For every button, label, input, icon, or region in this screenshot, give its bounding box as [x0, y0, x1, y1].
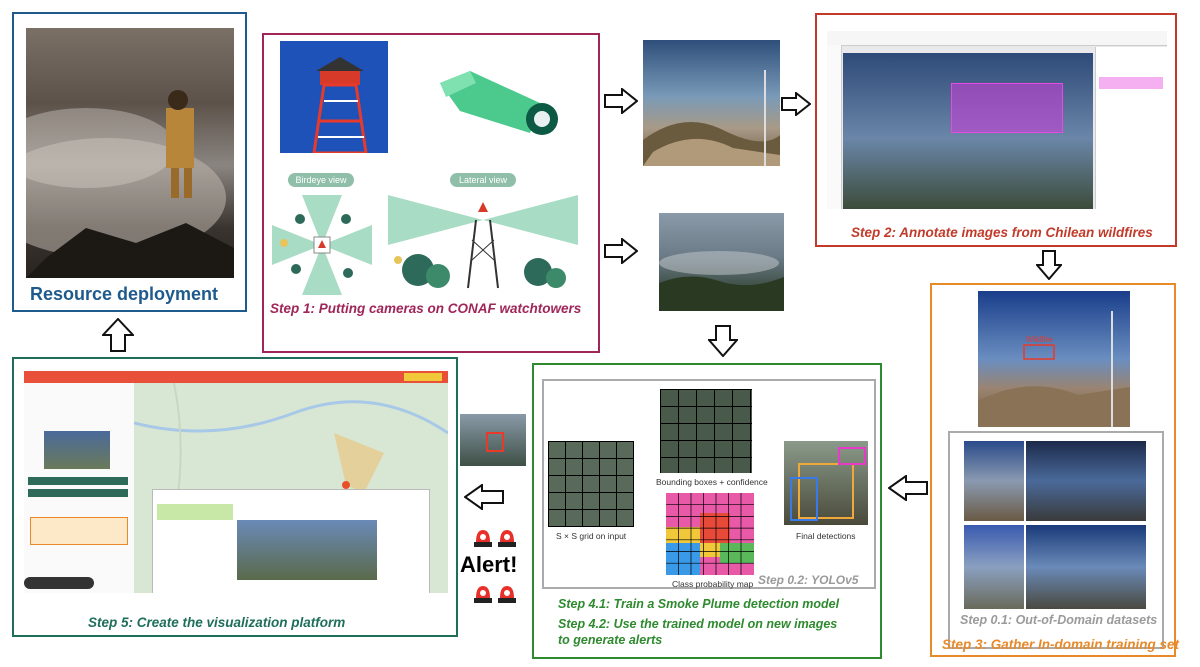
arrow-right-icon — [604, 236, 639, 269]
step3-panel: Wildfire Step 0.1: Out-of-Domain dataset… — [930, 283, 1176, 657]
bbox-label: Bounding boxes + confidence — [656, 477, 768, 487]
step1-caption: Step 1: Putting cameras on CONAF watchto… — [270, 301, 582, 316]
class-probability-map — [666, 493, 754, 575]
birdeye-view-label: Birdeye view — [288, 173, 354, 187]
siren-icon — [496, 584, 518, 609]
ood-image-1 — [964, 441, 1024, 521]
final-detections-image — [784, 441, 868, 525]
step1-panel: Birdeye view Lateral view Step 1: Putt — [262, 33, 600, 353]
ood-caption: Step 0.1: Out-of-Domain datasets — [960, 613, 1158, 627]
watchtower-photo — [280, 41, 388, 153]
birdeye-view-diagram — [272, 195, 372, 300]
arrow-left-icon — [463, 483, 504, 515]
step4-panel: S × S grid on input Bounding boxes + con… — [532, 363, 882, 659]
step4-caption-2a: Step 4.2: Use the trained model on new i… — [558, 617, 838, 631]
alert-thumbnail — [460, 414, 526, 466]
ood-image-2 — [1026, 441, 1146, 521]
annotation-tool-screenshot — [827, 31, 1167, 209]
resource-title: Resource deployment — [30, 284, 219, 304]
classmap-label: Class probability map — [672, 579, 754, 589]
firefighter-photo — [26, 28, 234, 278]
step4-caption-1: Step 4.1: Train a Smoke Plume detection … — [558, 597, 840, 611]
wildfire-labeled-photo: Wildfire — [978, 291, 1130, 427]
bounding-box — [951, 83, 1063, 133]
step3-caption: Step 3: Gather In-domain training set — [942, 637, 1180, 652]
arrow-down-icon — [706, 325, 740, 362]
grid-label: S × S grid on input — [556, 531, 627, 541]
arrow-down-icon — [1034, 250, 1064, 285]
siren-icon — [472, 528, 494, 553]
final-label: Final detections — [796, 531, 856, 541]
siren-icon — [472, 584, 494, 609]
arrow-right-icon — [604, 86, 639, 119]
step2-caption: Step 2: Annotate images from Chilean wil… — [851, 225, 1153, 240]
platform-screenshot — [24, 371, 448, 593]
ood-image-3 — [964, 525, 1024, 609]
yolo-label: Step 0.2: YOLOv5 — [758, 573, 859, 587]
out-of-domain-panel: Step 0.1: Out-of-Domain datasets — [948, 431, 1164, 649]
camera-image-2 — [659, 213, 784, 311]
wildfire-label: Wildfire — [1026, 335, 1053, 344]
arrow-up-icon — [100, 317, 136, 357]
arrow-left-icon — [887, 474, 928, 506]
camera-icon — [430, 53, 570, 148]
popup-card — [152, 489, 430, 593]
lateral-view-diagram — [388, 190, 583, 295]
alert-text: Alert! — [460, 552, 518, 577]
camera-image-1 — [643, 40, 780, 166]
ood-image-4 — [1026, 525, 1146, 609]
bounding-boxes-image — [660, 389, 752, 473]
step4-caption-2b: to generate alerts — [558, 633, 663, 647]
firefighter-illustration — [26, 90, 234, 278]
arrow-right-icon — [781, 90, 812, 121]
step5-panel: Step 5: Create the visualization platfor… — [12, 357, 458, 637]
step2-panel: Step 2: Annotate images from Chilean wil… — [815, 13, 1177, 247]
yolo-panel: S × S grid on input Bounding boxes + con… — [542, 379, 876, 589]
grid-input-image — [548, 441, 634, 527]
resource-deployment-panel: Resource deployment — [12, 12, 247, 312]
step5-caption: Step 5: Create the visualization platfor… — [88, 615, 346, 630]
lateral-view-label: Lateral view — [450, 173, 516, 187]
siren-icon — [496, 528, 518, 553]
